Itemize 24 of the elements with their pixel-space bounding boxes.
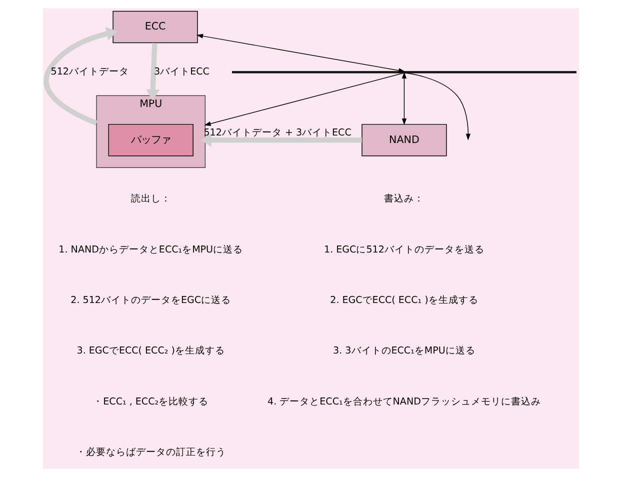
- label: 3. EGCでECC( ECC₂ )を生成する: [76, 346, 225, 357]
- arrow: [44, 26, 118, 126]
- node-box: ECC: [112, 10, 198, 44]
- arrow: [398, 68, 471, 140]
- label: ・ECC₁ , ECC₂を比較する: [93, 396, 209, 408]
- label: 2. EGCでECC( ECC₁ )を生成する: [330, 295, 478, 306]
- label: 1. EGCに512バイトのデータを送る: [324, 244, 484, 256]
- node-box: NAND: [362, 124, 447, 156]
- label: 書込み：: [384, 194, 424, 205]
- arrow: [146, 42, 160, 101]
- edge-label: 512バイトデータ: [50, 66, 130, 78]
- label: 2. 512バイトのデータをEGCに送る: [70, 295, 232, 306]
- arrow: [402, 72, 407, 126]
- arrow: [196, 34, 406, 73]
- label: ・必要ならばデータの訂正を行う: [76, 447, 226, 458]
- edge-label: 3バイトECC: [154, 66, 210, 78]
- arrow: [204, 72, 405, 126]
- label: 読出し：: [130, 194, 171, 205]
- label: 3. 3バイトのECC₁をMPUに送る: [333, 346, 476, 357]
- node-box: バッファ: [108, 124, 194, 156]
- arrow: [200, 133, 362, 147]
- node-bar: [232, 71, 576, 74]
- label: 4. データとECC₁を合わせてNANDフラッシュメモリに書込み: [268, 396, 541, 408]
- label: 1. NANDからデータとECC₁をMPUに送る: [58, 244, 244, 256]
